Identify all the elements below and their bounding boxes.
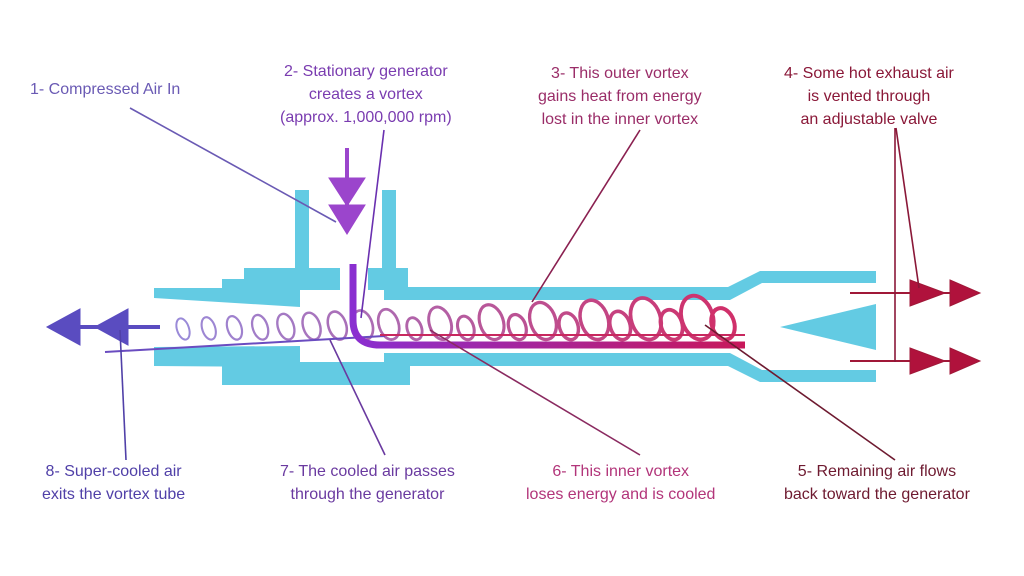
label-inner-vortex: 6- This inner vortex loses energy and is … bbox=[526, 460, 715, 506]
helix-coil bbox=[175, 317, 191, 341]
label-hot-exhaust: 4- Some hot exhaust air is vented through… bbox=[784, 62, 954, 131]
label-stationary-generator: 2- Stationary generator creates a vortex (… bbox=[280, 60, 452, 129]
leader-8 bbox=[119, 329, 127, 461]
label-line: 3- This outer vortex bbox=[551, 65, 689, 82]
upper-left-wall bbox=[154, 288, 300, 307]
helix-coil bbox=[376, 307, 401, 341]
label-line: back toward the generator bbox=[784, 486, 970, 503]
helix-coil bbox=[455, 314, 476, 342]
label-line: an adjustable valve bbox=[800, 111, 938, 128]
label-line: lost in the inner vortex bbox=[541, 111, 699, 128]
upper-main-wall bbox=[384, 271, 876, 300]
helix-coil bbox=[557, 311, 581, 342]
helix-coil bbox=[405, 316, 424, 342]
helix-coil bbox=[506, 312, 528, 342]
hot-exhaust-arrows bbox=[850, 279, 982, 375]
label-line: (approx. 1,000,000 rpm) bbox=[280, 109, 452, 126]
lower-block bbox=[222, 362, 410, 385]
label-line: creates a vortex bbox=[308, 86, 423, 103]
upper-block-left bbox=[244, 268, 340, 290]
helix-coil bbox=[527, 300, 559, 342]
helix-coil bbox=[628, 296, 664, 342]
leader-1 bbox=[129, 107, 337, 223]
label-line: loses energy and is cooled bbox=[526, 486, 716, 503]
label-cooled-air: 7- The cooled air passes through the gene… bbox=[280, 460, 455, 506]
helix-coil bbox=[578, 298, 611, 342]
lower-left-wall bbox=[154, 346, 300, 367]
label-line: 6- This inner vortex bbox=[552, 463, 690, 480]
label-compressed-air-in: 1- Compressed Air In bbox=[30, 78, 180, 101]
leader-2 bbox=[360, 129, 385, 319]
leader-3 bbox=[531, 129, 641, 303]
leader-4b bbox=[895, 127, 920, 289]
leader-5 bbox=[704, 324, 896, 461]
helix-coil bbox=[477, 303, 506, 342]
leader-7 bbox=[329, 339, 386, 456]
leader-6 bbox=[429, 329, 641, 456]
cold-exit-arrow bbox=[45, 308, 160, 346]
helix-coil bbox=[326, 310, 349, 341]
lower-main-wall bbox=[384, 353, 876, 382]
label-line: 8- Super-cooled air bbox=[45, 463, 182, 480]
vortex-tube-body bbox=[154, 190, 876, 385]
leader-lines bbox=[119, 107, 920, 461]
helix-coil bbox=[200, 316, 217, 341]
label-line: 7- The cooled air passes bbox=[280, 463, 455, 480]
label-line: 5- Remaining air flows bbox=[797, 463, 957, 480]
label-remaining-air: 5- Remaining air flows back toward the ge… bbox=[784, 460, 970, 506]
helix-coil bbox=[709, 306, 737, 342]
label-super-cooled-air: 8- Super-cooled air exits the vortex tube bbox=[42, 460, 185, 506]
helix-coil bbox=[250, 313, 270, 341]
label-line: exits the vortex tube bbox=[42, 486, 186, 503]
label-outer-vortex: 3- This outer vortex gains heat from ener… bbox=[538, 62, 702, 131]
vortex-helix bbox=[175, 293, 737, 342]
label-line: through the generator bbox=[290, 486, 445, 503]
generator-tube bbox=[349, 264, 745, 349]
label-line: 2- Stationary generator bbox=[284, 63, 448, 80]
helix-coil bbox=[607, 309, 633, 342]
inlet-pipe-right bbox=[382, 190, 396, 270]
compressed-air-arrow bbox=[328, 148, 366, 235]
label-line: gains heat from energy bbox=[538, 88, 702, 105]
inlet-pipe-left bbox=[295, 190, 309, 270]
upper-block-right bbox=[368, 268, 408, 290]
label-line: 1- Compressed Air In bbox=[30, 81, 181, 98]
cooled-air-line bbox=[104, 335, 386, 353]
helix-coil bbox=[301, 311, 322, 341]
helix-coil bbox=[225, 315, 244, 341]
valve-cone bbox=[780, 304, 876, 350]
label-line: 4- Some hot exhaust air bbox=[784, 65, 954, 82]
label-line: is vented through bbox=[807, 88, 931, 105]
helix-coil bbox=[276, 312, 296, 341]
